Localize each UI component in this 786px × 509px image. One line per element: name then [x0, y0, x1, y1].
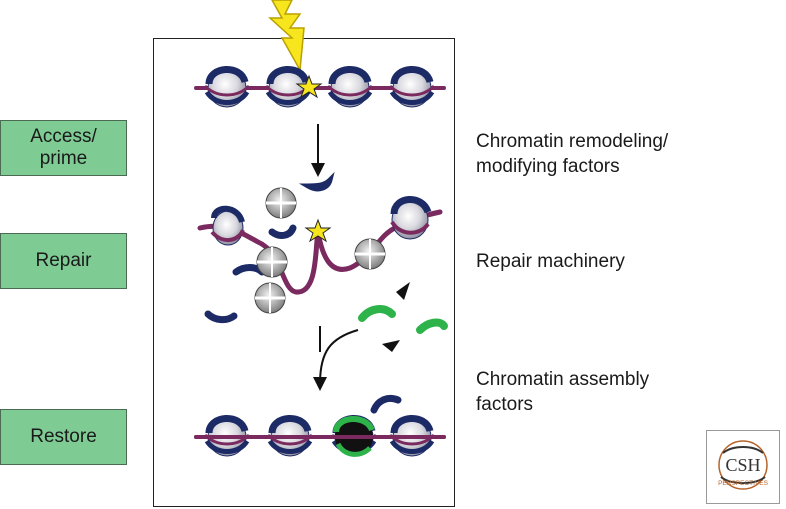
logo-text-sub: PERSPECTIVES: [718, 480, 769, 487]
arrow-down-2: [313, 329, 359, 391]
label-chromatin-assembly: Chromatin assembly factors: [476, 369, 650, 415]
repair-protein: [256, 246, 288, 278]
label-repair-machinery: Repair machinery: [476, 251, 625, 272]
lightning-bolt-icon: [268, 0, 305, 73]
stage-box-restore: Restore: [0, 409, 127, 465]
repair-protein: [254, 282, 286, 314]
repair-protein: [265, 187, 297, 219]
new-histone-highlight: [194, 416, 446, 457]
damage-star-icon: [304, 218, 332, 243]
nucleosome: [203, 66, 251, 108]
top-chromatin-fiber: [194, 66, 446, 108]
diagram-panel: [153, 38, 455, 507]
damage-star-icon: [295, 74, 323, 99]
stage-box-repair: Repair: [0, 233, 127, 289]
repair-protein: [354, 238, 386, 270]
nucleosome: [388, 66, 436, 108]
logo-graphic: CSH PERSPECTIVES: [718, 440, 769, 490]
repair-region: [197, 196, 443, 295]
label-chromatin-remodeling: Chromatin remodeling/ modifying factors: [476, 131, 669, 177]
csh-perspectives-logo: CSH PERSPECTIVES: [706, 430, 780, 504]
logo-text-main: CSH: [725, 455, 760, 475]
stage-box-access-prime: Access/ prime: [0, 120, 127, 176]
nucleosome: [326, 66, 374, 108]
assembly-factors: [358, 282, 448, 352]
repair-proteins: [254, 187, 386, 314]
